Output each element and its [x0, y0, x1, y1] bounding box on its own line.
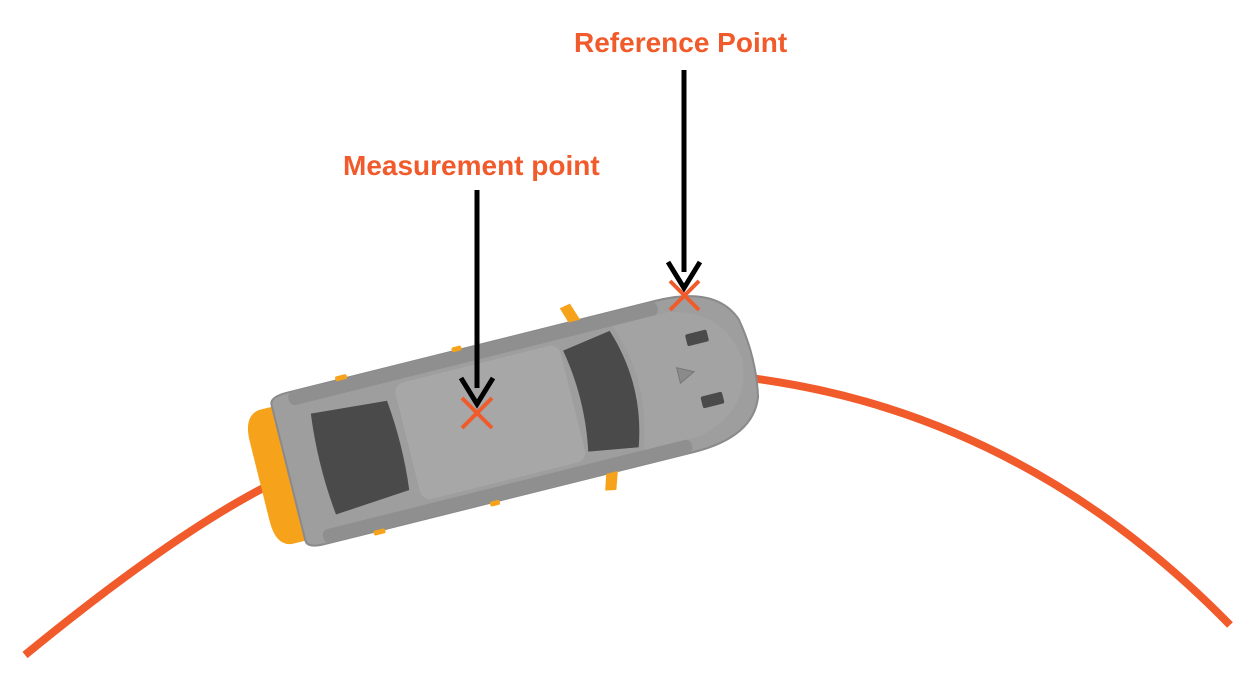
measurement-arrow: [458, 190, 496, 409]
car-top-view: [247, 295, 760, 547]
car-accent-right-2: [489, 499, 501, 507]
car-hood: [612, 311, 744, 451]
car-hood-vent-left: [685, 329, 709, 346]
car-side-left: [288, 302, 658, 406]
reference-point-x-mark-icon: [668, 279, 701, 312]
trajectory-path: [22, 372, 1233, 659]
measurement-point-label: Measurement point: [343, 150, 600, 181]
car-hood-scoop: [675, 367, 696, 385]
car-accent-right: [373, 528, 386, 536]
car-hood-vent-right: [700, 391, 725, 409]
car-accent-left: [335, 374, 348, 382]
car-rear-window: [310, 400, 410, 515]
car-side-right: [322, 439, 693, 543]
car-mirror-left: [559, 303, 581, 323]
car-mirror-right: [605, 471, 618, 491]
measurement-point-x-mark-icon: [460, 396, 494, 430]
reference-point-label: Reference Point: [574, 27, 788, 58]
car-roof: [395, 345, 586, 500]
car-windshield: [563, 330, 640, 452]
reference-arrow: [665, 70, 703, 293]
car-accent-left-2: [451, 345, 462, 353]
